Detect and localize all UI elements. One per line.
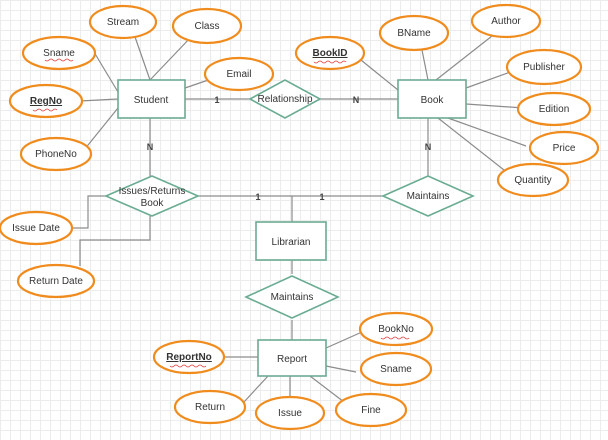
relationship-issues-returns-book[interactable]: Issues/Returns Book [103,175,201,217]
entity-report[interactable]: Report [257,339,327,377]
attr-phoneno[interactable]: PhoneNo [19,136,93,172]
attr-issue-date[interactable]: Issue Date [0,210,74,246]
attr-return-date[interactable]: Return Date [16,263,96,299]
entity-student[interactable]: Student [117,79,186,119]
card-book-maintains: N [425,142,432,152]
attr-return-label: Return [195,402,225,413]
attr-regno[interactable]: RegNo [8,83,84,119]
spellcheck-squiggle [169,364,207,368]
card-librarian-maintains: 1 [319,192,324,202]
attr-reportno[interactable]: ReportNo [152,339,226,375]
relationship-maintains-report-label: Maintains [271,292,314,303]
attr-sname-label: Sname [43,48,75,59]
attr-publisher[interactable]: Publisher [505,48,583,86]
attr-class[interactable]: Class [171,7,243,45]
attr-author[interactable]: Author [470,3,542,39]
attr-price-label: Price [553,143,576,154]
card-issues-librarian: 1 [255,192,260,202]
attr-reportno-label: ReportNo [166,352,212,363]
attr-bookno[interactable]: BookNo [358,311,434,347]
attr-quantity-label: Quantity [514,175,551,186]
attr-price[interactable]: Price [528,130,600,166]
card-student-issues: N [147,142,154,152]
attr-sname[interactable]: Sname [21,35,97,71]
spellcheck-squiggle [44,58,74,62]
attr-edition-label: Edition [539,104,570,115]
attr-author-label: Author [491,16,521,27]
entity-student-label: Student [134,95,169,106]
attr-bookid-label: BookID [313,48,348,59]
relationship-issues-returns-line1: Issues/Returns [119,186,186,197]
relationship-maintains-report[interactable]: Maintains [244,275,340,319]
attr-phoneno-label: PhoneNo [35,149,77,160]
entity-librarian[interactable]: Librarian [255,221,327,261]
attr-publisher-label: Publisher [523,62,565,73]
attr-bookid[interactable]: BookID [294,35,366,71]
attr-report-sname[interactable]: Sname [359,351,433,387]
card-student-relationship: 1 [214,95,219,105]
relationship-maintains-book-label: Maintains [407,191,450,202]
relationship-relationship[interactable]: Relationship [248,79,322,119]
attr-return-date-label: Return Date [29,276,83,287]
attr-email[interactable]: Email [203,56,275,92]
entity-book-label: Book [421,95,445,106]
attr-quantity[interactable]: Quantity [496,162,570,198]
attr-email-label: Email [226,69,251,80]
entity-book[interactable]: Book [397,79,467,119]
attr-class-label: Class [194,21,219,32]
attr-regno-label: RegNo [30,96,62,107]
card-relationship-book: N [353,95,360,105]
relationship-issues-returns-line2: Book [141,198,165,209]
attr-return[interactable]: Return [173,389,247,425]
attr-issue-date-label: Issue Date [12,223,60,234]
connectors [56,33,527,403]
attr-issue-label: Issue [278,408,302,419]
spellcheck-squiggle [380,336,410,340]
attr-report-sname-label: Sname [380,364,412,375]
entity-report-label: Report [277,354,307,365]
attr-stream[interactable]: Stream [88,4,158,40]
spellcheck-squiggle [32,108,58,112]
attr-fine[interactable]: Fine [334,392,408,428]
attr-bookno-label: BookNo [378,324,414,335]
attr-fine-label: Fine [361,405,381,416]
attr-bname-label: BName [397,28,431,39]
relationship-relationship-label: Relationship [257,94,312,105]
attr-issue[interactable]: Issue [254,395,326,431]
entity-librarian-label: Librarian [272,237,311,248]
spellcheck-squiggle [313,60,347,64]
relationship-maintains-book[interactable]: Maintains [381,175,475,217]
attr-edition[interactable]: Edition [516,91,592,127]
attr-stream-label: Stream [107,17,139,28]
attr-bname[interactable]: BName [378,14,450,52]
